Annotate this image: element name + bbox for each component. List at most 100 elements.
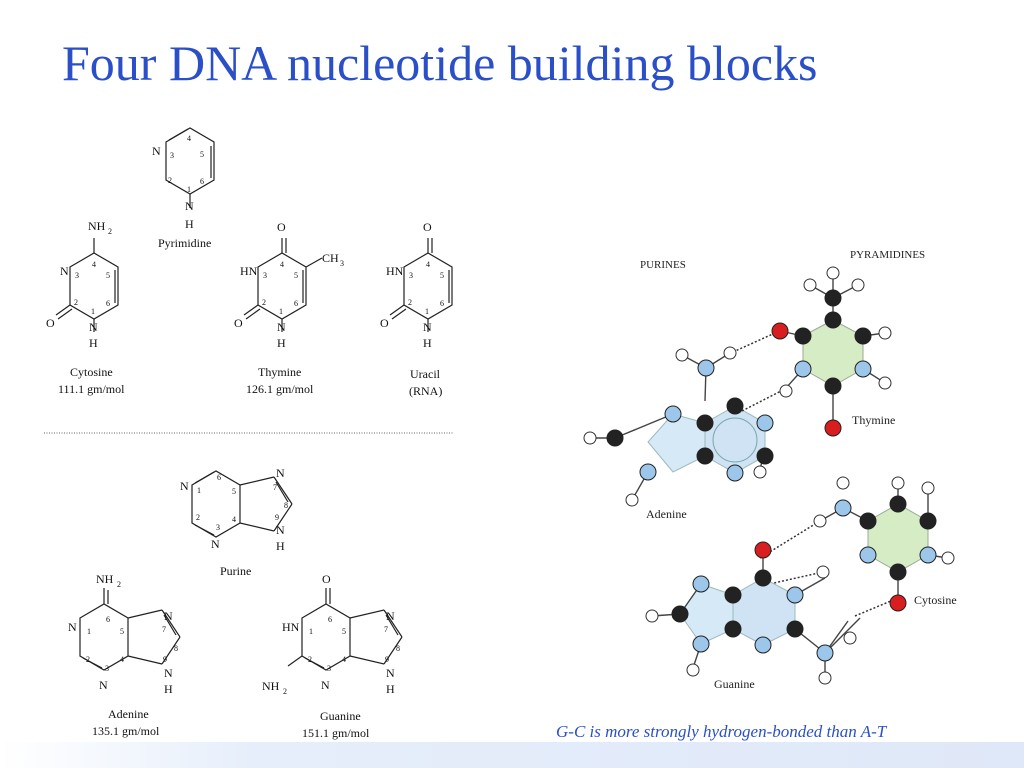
svg-text:O: O xyxy=(46,316,55,330)
svg-text:O: O xyxy=(277,220,286,234)
svg-text:5: 5 xyxy=(440,271,444,280)
svg-text:O: O xyxy=(423,220,432,234)
cytosine-label: Cytosine xyxy=(70,365,113,379)
nucleotide-structures: N N H 4 3 5 2 6 1 Pyrimidine NH 2 N O N … xyxy=(44,127,454,740)
uracil-note: (RNA) xyxy=(409,384,442,398)
svg-text:6: 6 xyxy=(217,473,221,482)
svg-text:O: O xyxy=(234,316,243,330)
svg-text:N: N xyxy=(99,678,108,692)
adenine-mass: 135.1 gm/mol xyxy=(92,724,160,738)
svg-text:2: 2 xyxy=(168,176,172,185)
svg-text:7: 7 xyxy=(384,625,388,634)
svg-text:7: 7 xyxy=(162,625,166,634)
svg-text:1: 1 xyxy=(197,486,201,495)
svg-text:3: 3 xyxy=(170,151,174,160)
adenine-label: Adenine xyxy=(108,707,149,721)
pyrimidine-n1: N xyxy=(185,199,194,213)
purine-label: Purine xyxy=(220,564,251,578)
svg-text:5: 5 xyxy=(200,150,204,159)
thymine-mass: 126.1 gm/mol xyxy=(246,382,314,396)
svg-text:3: 3 xyxy=(216,523,220,532)
svg-text:3: 3 xyxy=(75,271,79,280)
svg-text:4: 4 xyxy=(187,134,191,143)
svg-text:7: 7 xyxy=(273,483,277,492)
svg-text:N: N xyxy=(277,320,286,334)
cytosine-pair-label: Cytosine xyxy=(914,593,957,607)
svg-text:5: 5 xyxy=(106,271,110,280)
svg-text:N: N xyxy=(164,609,173,623)
svg-text:3: 3 xyxy=(105,664,109,673)
cytosine-mass: 111.1 gm/mol xyxy=(58,382,125,396)
pyrimidine-n3: N xyxy=(152,144,161,158)
svg-text:1: 1 xyxy=(279,307,283,316)
svg-text:9: 9 xyxy=(385,655,389,664)
svg-text:H: H xyxy=(276,539,285,553)
slide-title: Four DNA nucleotide building blocks xyxy=(62,35,818,91)
svg-text:9: 9 xyxy=(163,655,167,664)
caption-text: G-C is more strongly hydrogen-bonded tha… xyxy=(556,722,887,741)
svg-text:2: 2 xyxy=(74,298,78,307)
svg-text:N: N xyxy=(89,320,98,334)
svg-text:CH: CH xyxy=(322,251,339,265)
svg-text:O: O xyxy=(322,572,331,586)
svg-text:6: 6 xyxy=(106,615,110,624)
svg-text:N: N xyxy=(164,666,173,680)
guanine-label: Guanine xyxy=(320,709,361,723)
svg-text:N: N xyxy=(68,620,77,634)
svg-text:5: 5 xyxy=(120,627,124,636)
svg-text:2: 2 xyxy=(408,298,412,307)
svg-text:1: 1 xyxy=(187,185,191,194)
svg-text:1: 1 xyxy=(87,627,91,636)
svg-text:1: 1 xyxy=(91,307,95,316)
svg-text:4: 4 xyxy=(232,515,236,524)
svg-text:HN: HN xyxy=(282,620,300,634)
svg-text:H: H xyxy=(277,336,286,350)
svg-text:H: H xyxy=(423,336,432,350)
svg-text:6: 6 xyxy=(294,299,298,308)
svg-text:2: 2 xyxy=(117,580,121,589)
pyrimidine-h: H xyxy=(185,217,194,231)
thymine-pair-label: Thymine xyxy=(852,413,895,427)
svg-text:5: 5 xyxy=(232,487,236,496)
svg-text:1: 1 xyxy=(309,627,313,636)
thymine-label: Thymine xyxy=(258,365,301,379)
svg-text:4: 4 xyxy=(92,260,96,269)
svg-text:3: 3 xyxy=(263,271,267,280)
purines-label: PURINES xyxy=(640,259,686,271)
svg-text:HN: HN xyxy=(240,264,258,278)
svg-text:6: 6 xyxy=(328,615,332,624)
pyrimidines-label: PYRAMIDINES xyxy=(850,249,925,261)
svg-text:6: 6 xyxy=(106,299,110,308)
svg-text:N: N xyxy=(276,523,285,537)
svg-text:N: N xyxy=(276,466,285,480)
svg-text:H: H xyxy=(89,336,98,350)
svg-text:5: 5 xyxy=(294,271,298,280)
svg-text:NH: NH xyxy=(262,679,280,693)
svg-text:H: H xyxy=(386,682,395,696)
svg-text:4: 4 xyxy=(342,655,346,664)
footer-bar xyxy=(0,742,1024,768)
svg-text:2: 2 xyxy=(196,513,200,522)
svg-text:N: N xyxy=(211,537,220,551)
svg-text:6: 6 xyxy=(200,177,204,186)
svg-text:2: 2 xyxy=(108,227,112,236)
svg-text:4: 4 xyxy=(280,260,284,269)
svg-text:8: 8 xyxy=(396,644,400,653)
svg-text:2: 2 xyxy=(308,655,312,664)
svg-text:HN: HN xyxy=(386,264,404,278)
guanine-pair-label: Guanine xyxy=(714,677,755,691)
uracil-label: Uracil xyxy=(410,367,441,381)
svg-text:O: O xyxy=(380,316,389,330)
svg-text:N: N xyxy=(423,320,432,334)
svg-text:NH: NH xyxy=(96,572,114,586)
svg-text:4: 4 xyxy=(426,260,430,269)
adenine-pair-label: Adenine xyxy=(646,507,687,521)
svg-text:N: N xyxy=(386,609,395,623)
svg-text:N: N xyxy=(321,678,330,692)
svg-text:2: 2 xyxy=(86,655,90,664)
svg-text:NH: NH xyxy=(88,219,106,233)
base-pairing-diagram: PURINES PYRAMIDINES Adenine Thymine Guan… xyxy=(583,249,957,691)
svg-text:2: 2 xyxy=(262,298,266,307)
svg-text:N: N xyxy=(386,666,395,680)
svg-text:8: 8 xyxy=(174,644,178,653)
